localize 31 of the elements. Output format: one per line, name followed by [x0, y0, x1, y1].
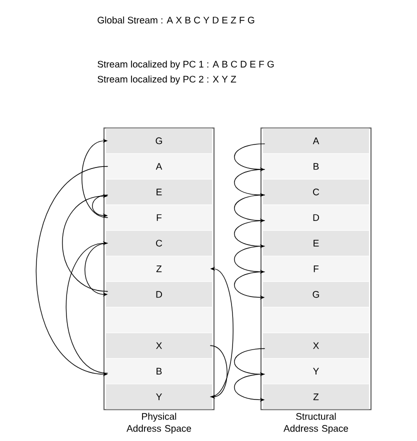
node-label: Structural Address Space — [284, 412, 348, 434]
stream-text: Stream localized by PC 2 : X Y Z — [98, 76, 236, 84]
memory-cell: D — [106, 282, 212, 307]
stream-text: Global Stream : A X B C Y D E Z F G — [98, 16, 254, 24]
memory-cell: F — [106, 205, 212, 230]
memory-cell: E — [106, 180, 212, 204]
memory-cell: B — [106, 358, 212, 384]
memory-cell: Z — [106, 256, 212, 282]
memory-cell: G — [263, 282, 369, 307]
empty-cell — [106, 308, 212, 332]
curved-arrow — [62, 194, 108, 292]
memory-cell: Y — [263, 358, 369, 384]
memory-cell: B — [263, 154, 369, 179]
memory-cell: E — [263, 230, 369, 256]
empty-cell — [263, 308, 369, 332]
memory-cell: C — [106, 230, 212, 256]
curved-arrow — [66, 241, 108, 374]
stream-text: Stream localized by PC 1 : A B C D E F G — [98, 60, 274, 70]
node-label: Physical Address Space — [126, 412, 192, 434]
memory-cell: X — [263, 333, 369, 358]
memory-cell: A — [263, 128, 369, 154]
memory-cell: A — [106, 154, 212, 179]
memory-cell: X — [106, 333, 212, 358]
memory-cell: F — [263, 256, 369, 282]
memory-cell: Z — [263, 384, 369, 410]
memory-cell: Y — [106, 384, 212, 410]
curved-arrow — [210, 345, 228, 399]
curved-arrow — [82, 138, 108, 218]
memory-cell: C — [263, 180, 369, 204]
memory-cell: D — [263, 205, 369, 230]
memory-cell: G — [106, 128, 212, 154]
